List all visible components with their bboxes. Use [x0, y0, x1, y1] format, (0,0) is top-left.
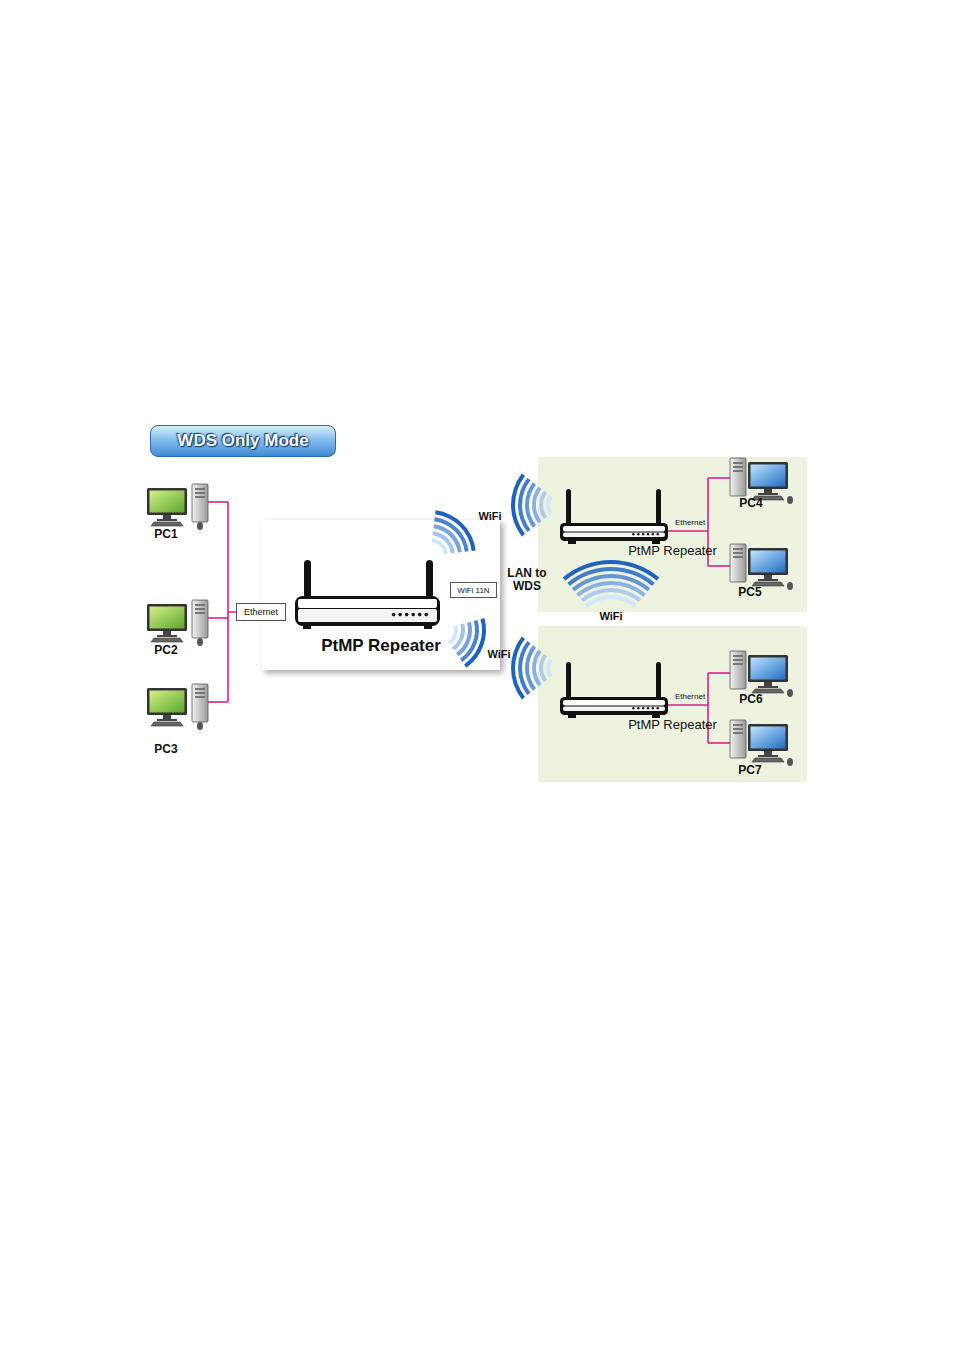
main-repeater-panel: PtMP Repeater WiFi 11N [262, 520, 500, 670]
wifi-waves [432, 474, 660, 700]
device-label: WiFi [478, 510, 501, 523]
wave-band [532, 650, 542, 687]
wire-label: Ethernet [675, 518, 705, 527]
ethernet-wire [668, 530, 708, 532]
computers [147, 458, 793, 766]
device-label: PC4 [739, 497, 762, 511]
wave-band [539, 491, 547, 519]
device-label: PC6 [739, 693, 762, 707]
wave-band [546, 658, 553, 678]
node-label: PtMP Repeater [321, 636, 441, 656]
ethernet-wire [708, 565, 730, 567]
ethernet-wire [708, 477, 730, 479]
router-icon [295, 560, 440, 629]
device-label: PC1 [154, 528, 177, 542]
device-label: PC2 [154, 644, 177, 658]
wave-band [539, 654, 547, 682]
wave-band [546, 495, 553, 515]
wave-band [435, 510, 476, 551]
wire-label: Ethernet [675, 692, 705, 701]
wave-band [518, 641, 530, 695]
wave-band [511, 637, 525, 700]
repeater-site-panel: PtMP Repeater [538, 457, 807, 612]
repeater-site-panel: PtMP Repeater [538, 626, 807, 782]
site-panel [538, 457, 807, 612]
ethernet-wires [207, 478, 730, 743]
wave-band [511, 474, 525, 537]
wave-band [464, 618, 486, 668]
link-label: LAN to WDS [507, 567, 547, 592]
node-label: Ethernet [244, 607, 278, 617]
ethernet-wire [207, 617, 228, 619]
node-label: PtMP Repeater [628, 717, 717, 732]
ethernet-wire [708, 672, 730, 674]
device-label: WiFi [487, 648, 510, 661]
ethernet-wire [668, 704, 708, 706]
device-label: PC3 [154, 743, 177, 757]
device-label: PC5 [738, 586, 761, 600]
title: WDS Only Mode [177, 431, 308, 451]
wave-band [532, 487, 542, 524]
computer-icon [147, 484, 208, 530]
computer-icon [730, 544, 793, 590]
wifi-wave [511, 637, 553, 700]
node-label: PtMP Repeater [628, 543, 717, 558]
wifi-wave [448, 618, 486, 668]
ethernet-wire [207, 701, 228, 703]
wave-band [434, 517, 468, 551]
wave-band [581, 588, 641, 602]
wifi-wave [563, 560, 659, 607]
device-label: PC7 [738, 764, 761, 778]
wave-band [525, 645, 536, 691]
node-label: WiFi 11N [457, 586, 489, 595]
wifi-wave [511, 474, 553, 537]
wifi-11n-box: WiFi 11N [450, 582, 497, 598]
computer-icon [730, 720, 793, 766]
wave-band [448, 625, 458, 644]
computer-icon [730, 651, 793, 697]
computer-icon [147, 684, 208, 730]
ethernet-wire [207, 501, 228, 503]
site-panel [538, 626, 807, 782]
ethernet-wire [707, 673, 709, 743]
ethernet-box: Ethernet [236, 603, 286, 621]
routers [295, 489, 668, 718]
ethernet-wire [227, 502, 229, 702]
wave-band [563, 560, 659, 581]
router-icon [560, 489, 668, 544]
wave-band [585, 595, 636, 607]
computer-icon [147, 600, 208, 646]
device-label: WiFi [599, 610, 622, 623]
wifi-wave [432, 510, 476, 554]
ethernet-wire [708, 742, 730, 744]
wave-band [518, 478, 530, 532]
router-icon [560, 662, 668, 718]
wave-band [525, 482, 536, 528]
title-badge: WDS Only Mode [150, 425, 336, 457]
